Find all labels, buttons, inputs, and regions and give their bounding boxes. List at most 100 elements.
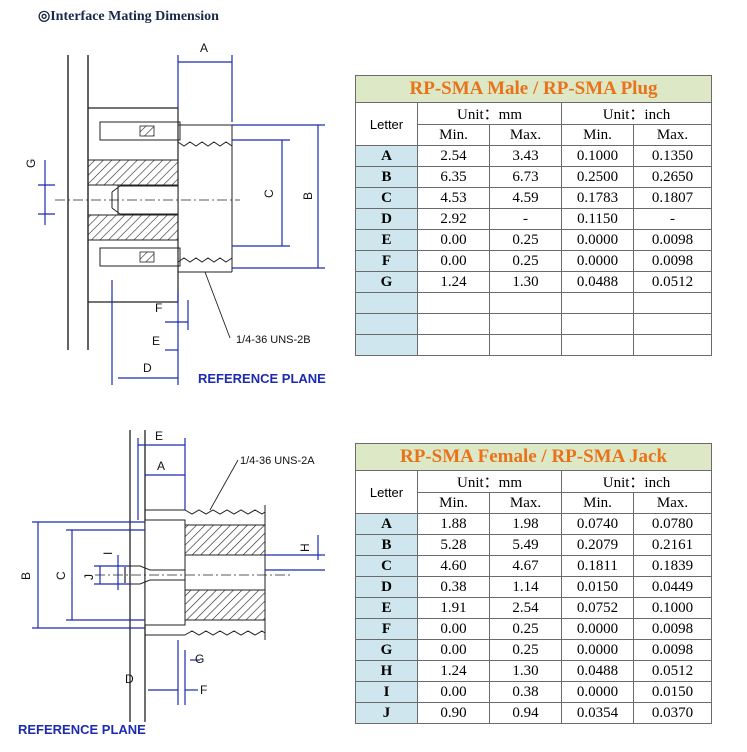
male-dimension-table: RP-SMA Male / RP-SMA Plug Letter Unit：mm… xyxy=(354,75,713,356)
mm-max xyxy=(489,313,562,335)
female-dimension-lines xyxy=(32,438,325,705)
male-letter-header: Letter xyxy=(355,102,418,146)
mm-max xyxy=(489,292,562,314)
label-e-bottom: E xyxy=(155,429,163,443)
in-max: 0.2161 xyxy=(632,534,713,556)
female-unit-mm: Unit：mm xyxy=(417,470,562,493)
row-letter: C xyxy=(355,187,418,209)
row-letter xyxy=(355,334,418,356)
row-letter: A xyxy=(355,145,418,167)
mm-min xyxy=(417,334,490,356)
in-min: 0.1150 xyxy=(561,208,634,230)
mm-max: 0.25 xyxy=(489,229,562,251)
female-in-max-header: Max. xyxy=(632,492,713,514)
in-min: 0.1811 xyxy=(561,555,634,577)
in-min: 0.1000 xyxy=(561,145,634,167)
mm-min xyxy=(417,313,490,335)
reference-plane-bottom: REFERENCE PLANE xyxy=(18,722,146,737)
male-unit-inch: Unit：inch xyxy=(560,102,713,125)
in-max xyxy=(632,313,713,335)
in-max: 0.0780 xyxy=(632,513,713,535)
female-in-min-header: Min. xyxy=(561,492,634,514)
mm-min: 0.38 xyxy=(417,576,490,598)
thread-spec-2b: 1/4-36 UNS-2B xyxy=(236,334,311,346)
label-f: F xyxy=(155,301,162,315)
row-letter: B xyxy=(355,534,418,556)
label-c: C xyxy=(262,189,276,198)
mm-max: 0.25 xyxy=(489,250,562,272)
row-letter: C xyxy=(355,555,418,577)
mm-min: 4.60 xyxy=(417,555,490,577)
mm-max: 1.14 xyxy=(489,576,562,598)
mm-max: 0.94 xyxy=(489,702,562,724)
in-max: 0.0098 xyxy=(632,250,713,272)
mm-min: 1.88 xyxy=(417,513,490,535)
mm-min: 2.54 xyxy=(417,145,490,167)
reference-plane-top: REFERENCE PLANE xyxy=(198,371,326,386)
in-max: 0.0449 xyxy=(632,576,713,598)
mm-min: 0.90 xyxy=(417,702,490,724)
row-letter xyxy=(355,313,418,335)
label-a: A xyxy=(200,41,208,55)
row-letter: B xyxy=(355,166,418,188)
label-b: B xyxy=(301,192,315,200)
female-drawing-body xyxy=(95,430,290,722)
row-letter: H xyxy=(355,660,418,682)
mm-min: 1.24 xyxy=(417,660,490,682)
in-min: 0.0740 xyxy=(561,513,634,535)
mm-max: 0.25 xyxy=(489,639,562,661)
page-title: ◎Interface Mating Dimension xyxy=(38,9,219,24)
mm-min: 0.00 xyxy=(417,229,490,251)
female-dimension-labels: E A B C J I H D G F 1/4-36 UNS-2A REFERE… xyxy=(18,429,315,737)
mm-max: 4.59 xyxy=(489,187,562,209)
row-letter: D xyxy=(355,576,418,598)
in-min: 0.0488 xyxy=(561,660,634,682)
in-min: 0.0354 xyxy=(561,702,634,724)
in-max: 0.0098 xyxy=(632,229,713,251)
in-max: 0.0512 xyxy=(632,660,713,682)
mm-min: 4.53 xyxy=(417,187,490,209)
mm-min: 0.00 xyxy=(417,250,490,272)
mm-max: 3.43 xyxy=(489,145,562,167)
male-table-title: RP-SMA Male / RP-SMA Plug xyxy=(354,75,713,103)
label-i-bottom: I xyxy=(101,552,115,555)
mm-min: 5.28 xyxy=(417,534,490,556)
row-letter: G xyxy=(355,271,418,293)
mm-max: - xyxy=(489,208,562,230)
row-letter: A xyxy=(355,513,418,535)
in-max: 0.1839 xyxy=(632,555,713,577)
mm-max: 1.30 xyxy=(489,660,562,682)
mm-min: 6.35 xyxy=(417,166,490,188)
table-row xyxy=(355,313,713,335)
mm-min xyxy=(417,292,490,314)
mm-min: 0.00 xyxy=(417,618,490,640)
row-letter xyxy=(355,292,418,314)
row-letter: E xyxy=(355,597,418,619)
label-h-bottom: H xyxy=(298,543,312,552)
table-row xyxy=(355,292,713,314)
male-unit-mm: Unit：mm xyxy=(417,102,562,125)
mm-max: 5.49 xyxy=(489,534,562,556)
male-mm-max-header: Max. xyxy=(489,124,562,146)
row-letter: J xyxy=(355,702,418,724)
mm-min: 0.00 xyxy=(417,681,490,703)
in-max xyxy=(632,334,713,356)
label-a-bottom: A xyxy=(157,459,165,473)
in-max: 0.2650 xyxy=(632,166,713,188)
mm-min: 1.91 xyxy=(417,597,490,619)
label-j-bottom: J xyxy=(82,574,96,580)
label-d: D xyxy=(143,361,152,375)
in-min: 0.1783 xyxy=(561,187,634,209)
row-letter: G xyxy=(355,639,418,661)
